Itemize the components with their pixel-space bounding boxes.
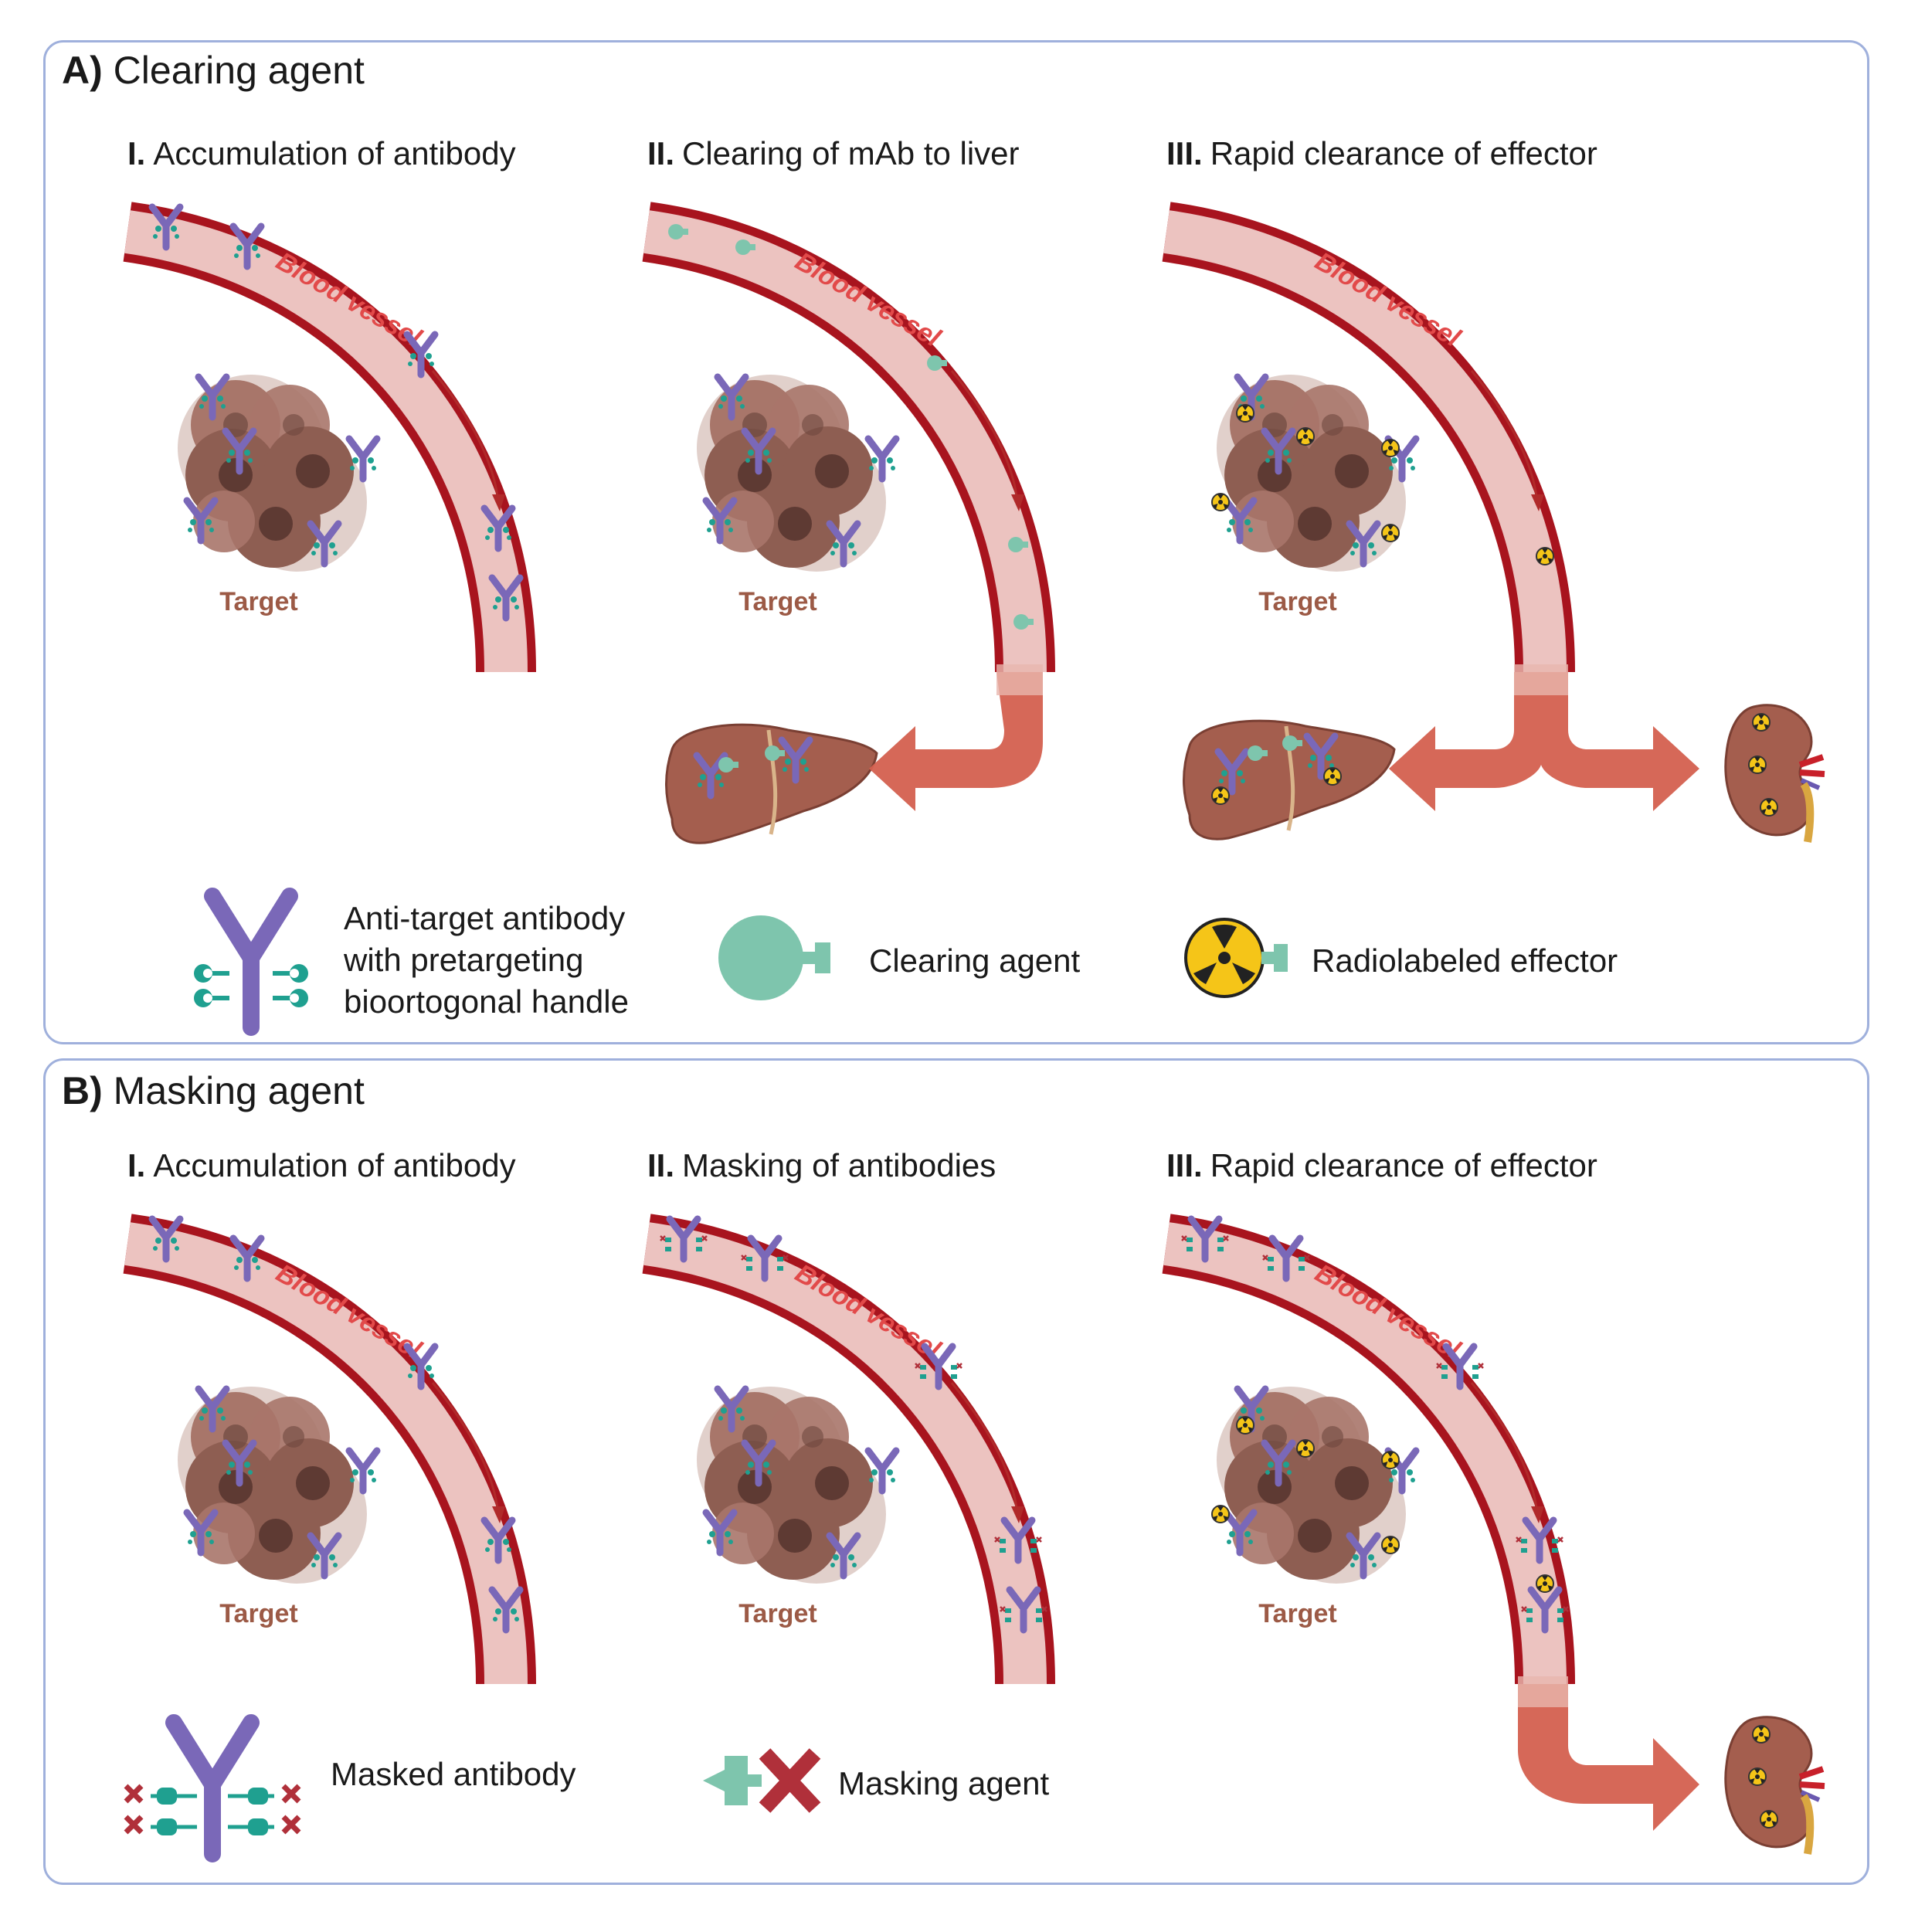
- b1-flow-arrow: [431, 1382, 500, 1515]
- a1-flow-arrow: [431, 370, 500, 503]
- a-step-2-title: II.Clearing of mAb to liver: [647, 135, 1020, 171]
- b3-tumor-radioactive: [1381, 1536, 1400, 1554]
- b2-vessel-lumen: [643, 1222, 1047, 1685]
- a1-vessel-lumen: [124, 210, 528, 673]
- panel-b-letter: B): [62, 1069, 103, 1112]
- panel-a-letter: A): [62, 49, 103, 92]
- b3-tumor-radioactive: [1296, 1439, 1315, 1458]
- legend-antibody-label: Anti-target antibody with pretargeting b…: [344, 900, 629, 1020]
- a3-vessel-radioactive: [1536, 547, 1554, 565]
- a2-target-label: Target: [738, 587, 817, 616]
- b2-flow-arrowhead: [1011, 1506, 1024, 1523]
- legend-masking-agent-label: Masking agent: [838, 1765, 1050, 1801]
- b-step-2-title: II.Masking of antibodies: [647, 1147, 996, 1183]
- a3-tumor-radioactive: [1236, 404, 1254, 423]
- panel-a-illustrations: [152, 207, 1825, 1036]
- legend-masked-antibody-label: Masked antibody: [331, 1756, 576, 1792]
- b1-vessel-lumen: [124, 1222, 528, 1685]
- a3-target-label: Target: [1258, 587, 1336, 616]
- a3-vessel-fade: [1514, 664, 1568, 695]
- a3-kidney-radioactive: [1760, 798, 1778, 817]
- b3-kidney-radioactive: [1748, 1767, 1767, 1786]
- legend-antibody-icon: [194, 888, 308, 1036]
- a3-tumor-radioactive: [1296, 427, 1315, 446]
- b3-arrow-to-kidney: [1518, 1684, 1699, 1831]
- legend-clearing-agent-label: Clearing agent: [869, 942, 1081, 979]
- a3-kidney-radioactive: [1752, 713, 1771, 732]
- a3-vessel-lumen: [1163, 210, 1567, 673]
- b2-flow-arrow: [950, 1382, 1019, 1515]
- a2-flow-arrow: [950, 370, 1019, 503]
- a2-flow-arrowhead: [1011, 494, 1024, 511]
- b-step-3-title: III.Rapid clearance of effector: [1166, 1147, 1597, 1183]
- a3-flow-arrowhead: [1531, 494, 1544, 511]
- a3-liver-radioactive: [1323, 767, 1342, 786]
- b2-tumor-cluster: [697, 1387, 886, 1584]
- panel-a-title: A) Clearing agent: [62, 48, 365, 93]
- b3-flow-arrow: [1470, 1382, 1539, 1515]
- b3-kidney-radioactive: [1760, 1810, 1778, 1828]
- b3-vessel-radioactive: [1536, 1574, 1554, 1593]
- b3-flow-arrowhead: [1531, 1506, 1544, 1523]
- b2-target-label: Target: [738, 1599, 817, 1628]
- a2-vessel-lumen: [643, 210, 1047, 673]
- a1-target-label: Target: [219, 587, 297, 616]
- a3-tumor-radioactive: [1381, 439, 1400, 457]
- a-step-3-title: III.Rapid clearance of effector: [1166, 135, 1597, 171]
- a3-tumor-radioactive: [1211, 493, 1230, 511]
- a2-arrow-to-liver: [869, 672, 1043, 811]
- a3-split-arrows: [1389, 672, 1699, 811]
- b-step-1-title: I.Accumulation of antibody: [127, 1147, 516, 1183]
- b3-kidney-radioactive: [1752, 1725, 1771, 1744]
- b3-target-label: Target: [1258, 1599, 1336, 1628]
- panel-b-illustrations: [124, 1219, 1825, 1862]
- legend-radiolabeled-effector-label: Radiolabeled effector: [1312, 942, 1618, 979]
- a1-tumor-cluster: [178, 375, 367, 572]
- panel-a-title-text: Clearing agent: [113, 49, 365, 92]
- legend-masked-antibody-icon: [124, 1714, 301, 1862]
- legend-clearing-agent-icon: [718, 915, 830, 1000]
- panel-b-title: B) Masking agent: [62, 1068, 365, 1113]
- b1-tumor-cluster: [178, 1387, 367, 1584]
- a1-flow-arrowhead: [492, 494, 505, 511]
- a2-vessel-fade: [996, 664, 1043, 695]
- a3-liver-radioactive: [1211, 786, 1230, 805]
- legend-masking-agent-icon: [703, 1748, 821, 1813]
- b3-tumor-radioactive: [1211, 1505, 1230, 1523]
- a-step-1-title: I.Accumulation of antibody: [127, 135, 516, 171]
- a3-tumor-radioactive: [1381, 524, 1400, 542]
- a3-kidney-radioactive: [1748, 755, 1767, 774]
- b1-target-label: Target: [219, 1599, 297, 1628]
- b1-flow-arrowhead: [492, 1506, 505, 1523]
- a3-kidney: [1726, 705, 1825, 842]
- b3-kidney: [1726, 1717, 1825, 1854]
- panel-b-title-text: Masking agent: [113, 1069, 365, 1112]
- b3-tumor-radioactive: [1381, 1451, 1400, 1469]
- b3-vessel-fade: [1518, 1676, 1568, 1707]
- a2-tumor-cluster: [697, 375, 886, 572]
- legend-radiolabeled-effector-icon: [1184, 918, 1288, 998]
- b3-vessel-lumen: [1163, 1222, 1567, 1685]
- b3-tumor-radioactive: [1236, 1416, 1254, 1435]
- a3-flow-arrow: [1470, 370, 1539, 503]
